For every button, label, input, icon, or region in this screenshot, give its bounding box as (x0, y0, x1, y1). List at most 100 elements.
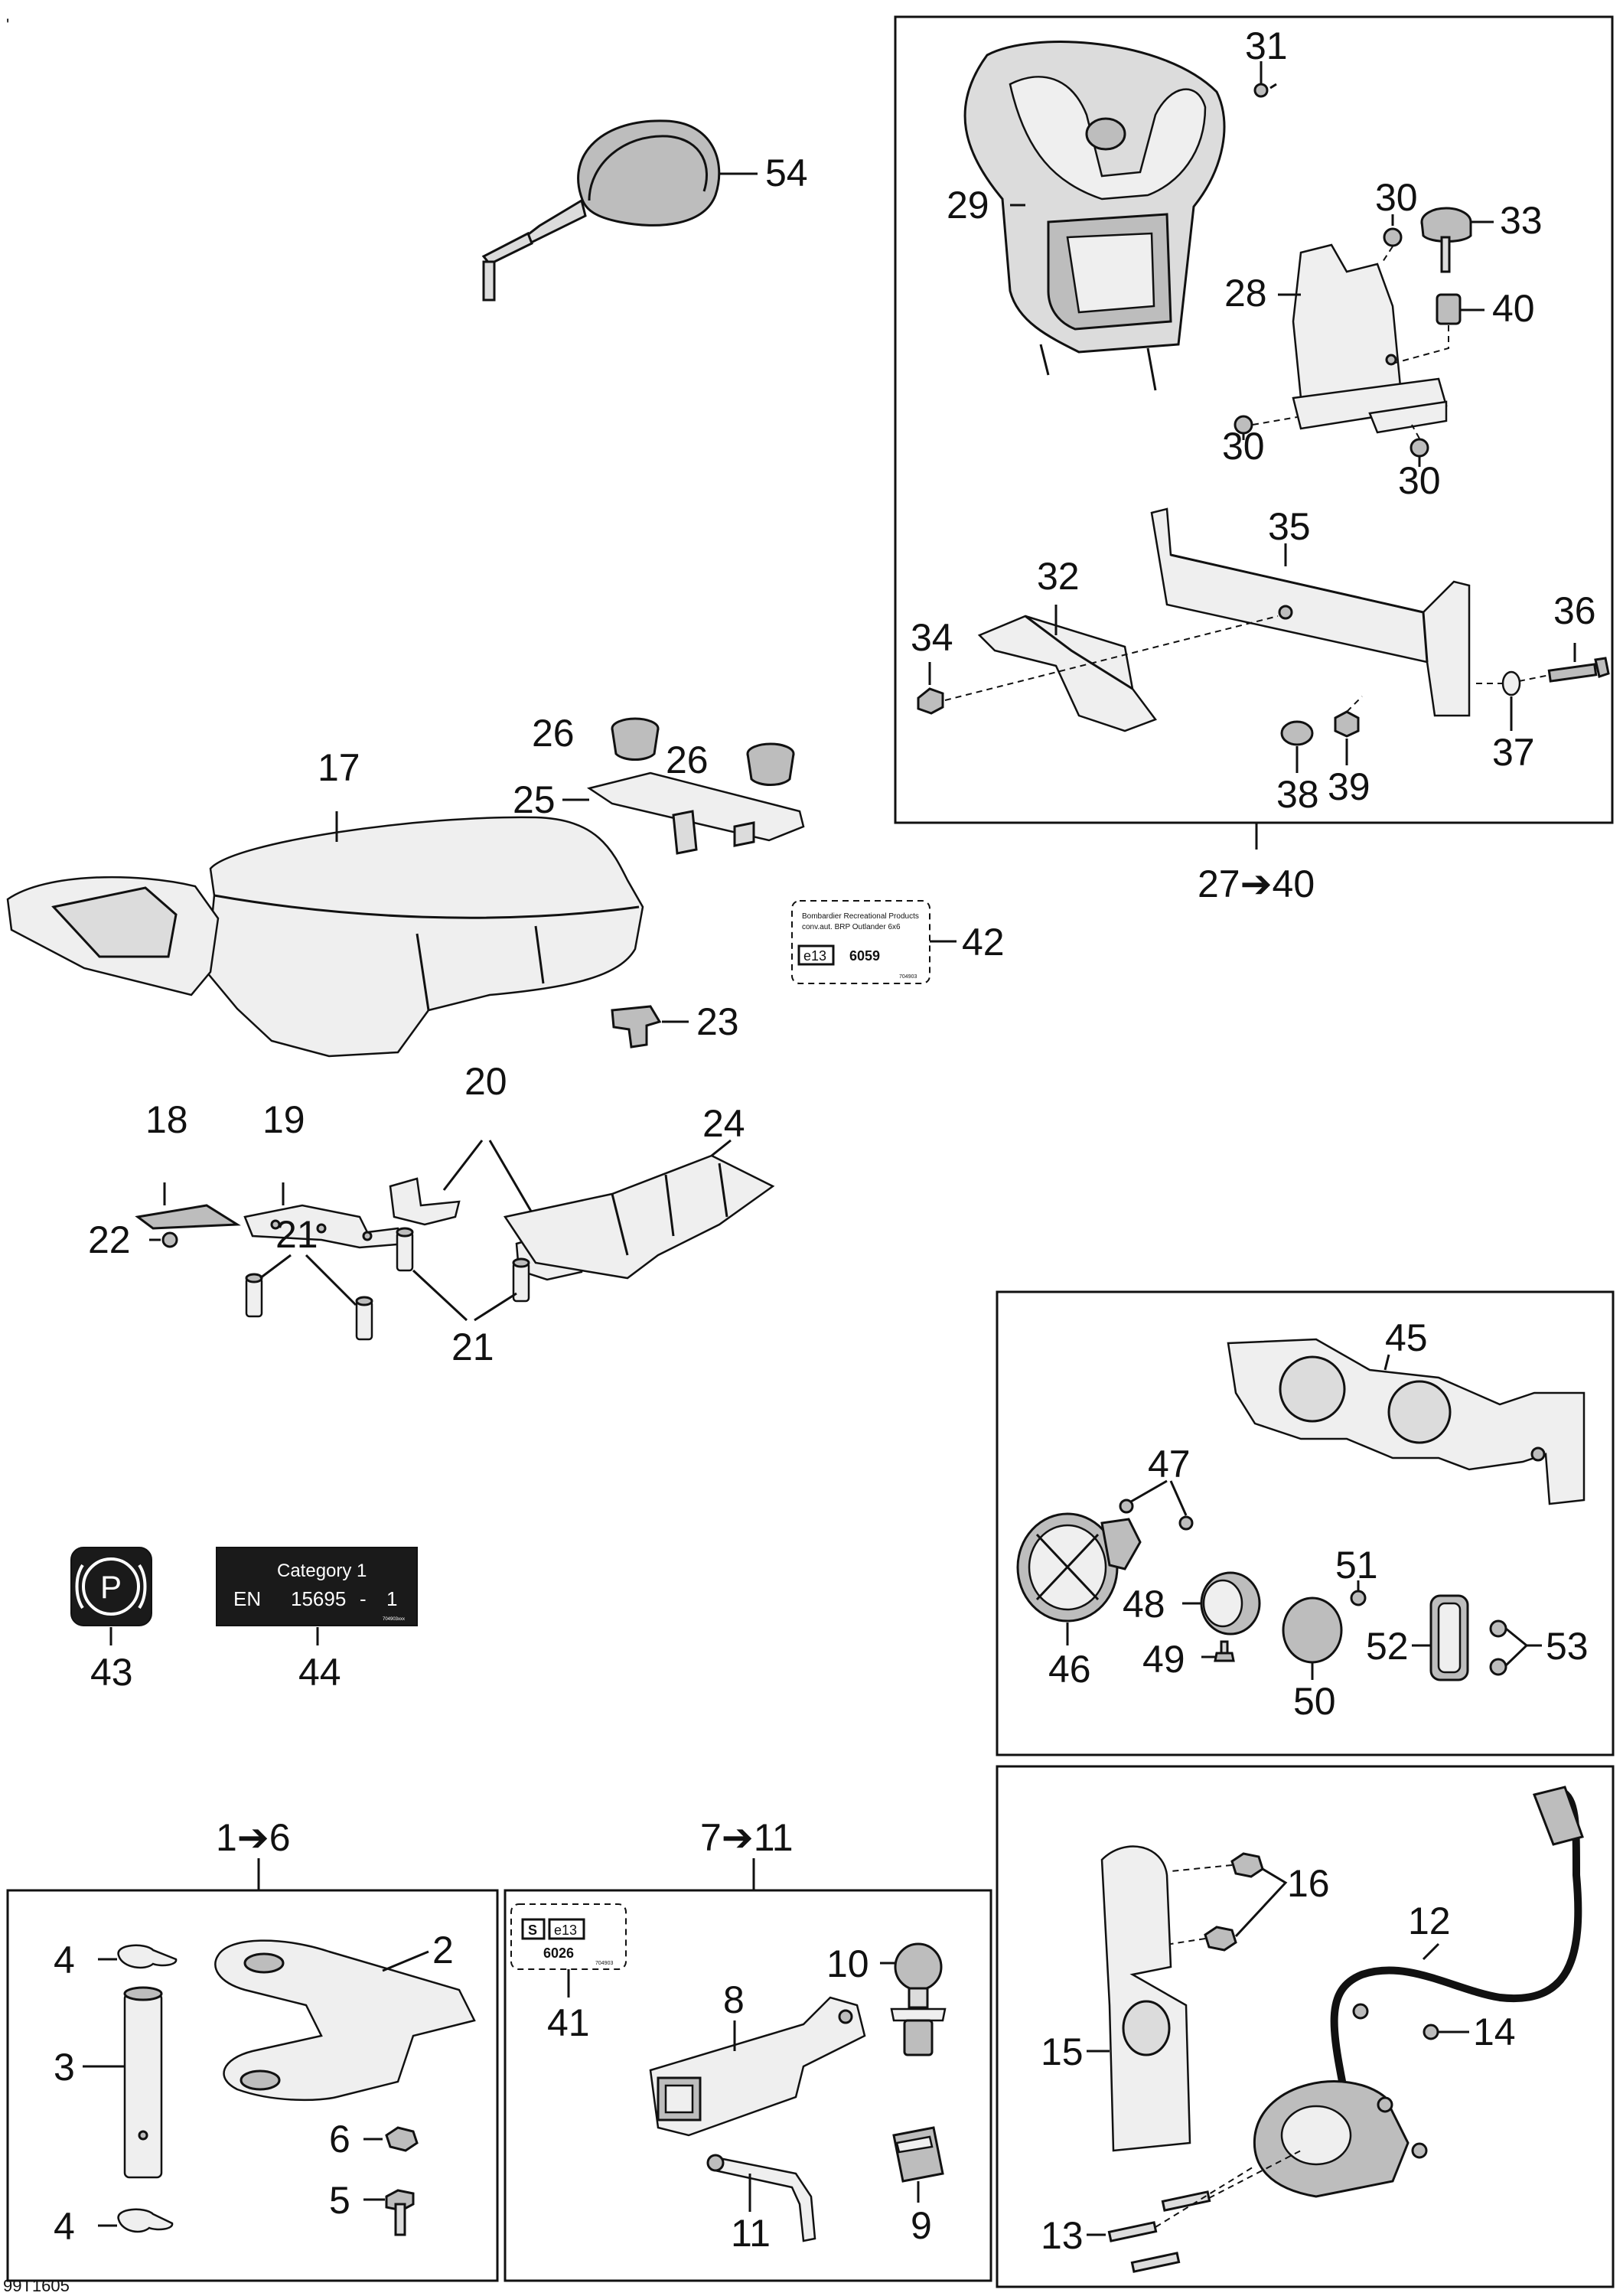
bracket-15 (1087, 1845, 1191, 2152)
nut-22 (149, 1231, 178, 1248)
knob-26-right (746, 742, 795, 786)
callout-23: 23 (696, 1000, 739, 1043)
callout-46: 46 (1048, 1648, 1091, 1691)
wiring-box (996, 1765, 1615, 2288)
standoff-21-d (512, 1257, 530, 1303)
nut-51 (1350, 1580, 1367, 1606)
mirror-54 (481, 119, 758, 302)
screw-49 (1201, 1640, 1235, 1662)
callout-8: 8 (723, 1978, 745, 2021)
callout-25: 25 (513, 778, 556, 821)
harness-12 (1330, 1786, 1584, 2105)
kit-label-1-6: 1➔6 (216, 1816, 291, 1859)
decal-43: P (70, 1547, 152, 1626)
knob-26-left (611, 717, 660, 761)
screws-47 (1119, 1479, 1194, 1531)
callout-39: 39 (1328, 765, 1370, 808)
standoff-21-a (245, 1273, 263, 1318)
callout-15: 15 (1041, 2030, 1084, 2073)
washer-37 (1473, 670, 1550, 696)
kit-label-27-40: 27➔40 (1198, 863, 1315, 905)
nuts-16 (1170, 1852, 1288, 1952)
callout-35: 35 (1268, 505, 1311, 548)
decal-44: Category 1 EN 15695 - 1 704903xxx (216, 1547, 418, 1626)
screws-13 (1087, 2150, 1302, 2273)
clip-4-bottom (98, 2208, 174, 2233)
decal-42: Bombardier Recreational Products conv.au… (791, 900, 957, 984)
callout-26-right: 26 (666, 739, 709, 781)
bolt-5 (363, 2189, 415, 2236)
backrest-29 (963, 41, 1226, 391)
callout-20: 20 (464, 1060, 507, 1103)
decal-41-code: 6026 (543, 1945, 574, 1961)
callout-31: 31 (1245, 24, 1288, 67)
callout-36: 36 (1553, 589, 1596, 632)
tube-3 (83, 1986, 163, 2179)
plate-18 (135, 1182, 241, 1230)
bracket-35 (1150, 507, 1471, 717)
decal-44-en: EN (233, 1587, 261, 1610)
parking-brake-symbol-icon: P (75, 1557, 147, 1616)
nut-6 (363, 2126, 419, 2152)
standoff-21-c (396, 1227, 414, 1272)
clip-4-top (98, 1944, 178, 1969)
callout-53: 53 (1546, 1625, 1589, 1668)
callout-21-bottom: 21 (451, 1326, 494, 1368)
plate-24 (503, 1139, 775, 1280)
callout-42: 42 (962, 921, 1005, 964)
corner-mark: ' (6, 15, 9, 34)
callout-24: 24 (702, 1102, 745, 1145)
drawing-code: 99T1605 (3, 2276, 70, 2295)
cap-38 (1280, 720, 1314, 746)
callout-22: 22 (88, 1218, 131, 1261)
kit-27-40-box (894, 15, 1614, 824)
callout-38: 38 (1276, 773, 1319, 816)
kit-1-6-box (6, 1889, 499, 2282)
decal-42-code: 6059 (849, 948, 880, 964)
callout-43: 43 (90, 1651, 133, 1694)
callout-40: 40 (1492, 287, 1535, 330)
hitch-2 (214, 1939, 476, 2102)
callout-17: 17 (318, 746, 360, 789)
decal-44-dash: - (360, 1587, 367, 1610)
standoff-21-b (355, 1296, 373, 1341)
callout-45: 45 (1385, 1316, 1428, 1359)
svg-text:P: P (100, 1569, 122, 1605)
bolt-34 (917, 615, 1279, 715)
bracket-28 (1292, 243, 1448, 434)
seat-17 (6, 811, 644, 1058)
decal-42-line2: conv.aut. BRP Outlander 6x6 (802, 923, 901, 931)
callout-34: 34 (911, 616, 953, 659)
callout-18: 18 (145, 1098, 188, 1141)
lamp-48 (1182, 1571, 1261, 1636)
receiver-8 (649, 1996, 866, 2137)
hitch-ball-10 (880, 1942, 947, 2056)
callout-30-left: 30 (1222, 425, 1265, 468)
callout-37: 37 (1492, 731, 1535, 774)
callout-29: 29 (947, 184, 989, 227)
callout-44: 44 (298, 1651, 341, 1694)
decal-44-number: 15695 (291, 1587, 346, 1610)
callout-52: 52 (1366, 1625, 1409, 1668)
plate-19 (243, 1182, 407, 1249)
bracket-32 (977, 615, 1158, 732)
headlamp-46 (1016, 1512, 1142, 1645)
decal-41-mark: e13 (554, 1923, 577, 1938)
callout-12: 12 (1408, 1900, 1451, 1942)
decal-41: S e13 6026 704903 (510, 1903, 627, 1998)
callout-41: 41 (547, 2001, 590, 2044)
callout-54: 54 (765, 152, 808, 194)
callout-4-bottom: 4 (54, 2205, 75, 2248)
knob-33 (1420, 207, 1472, 273)
bolt-36 (1547, 657, 1610, 683)
pin-11 (706, 2154, 816, 2242)
decal-42-ref: 704903 (899, 974, 917, 980)
callout-14: 14 (1473, 2011, 1516, 2053)
screw-30-left (1234, 415, 1298, 435)
callout-50: 50 (1293, 1680, 1336, 1723)
callout-4-top: 4 (54, 1939, 75, 1981)
nuts-53 (1489, 1619, 1542, 1676)
callout-33: 33 (1500, 199, 1543, 242)
callout-30-right: 30 (1398, 459, 1441, 502)
